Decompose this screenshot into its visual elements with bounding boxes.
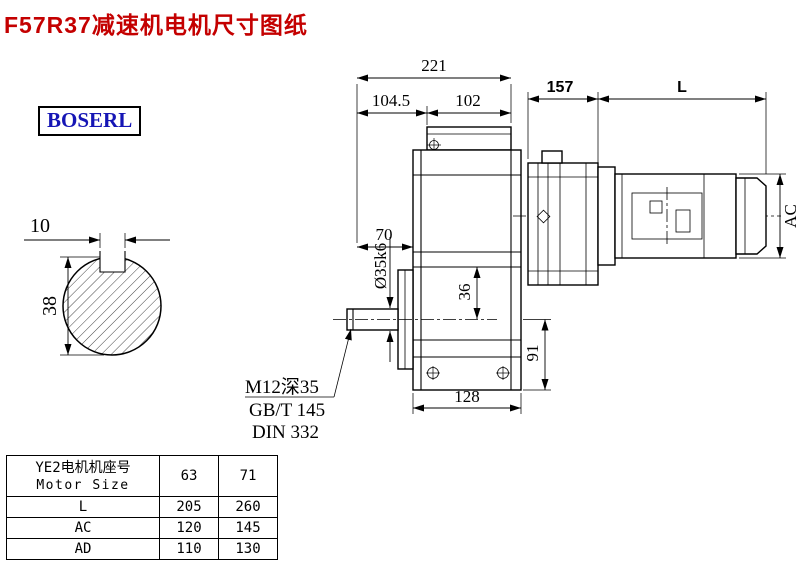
gearbox-housing (412, 149, 522, 391)
dim-base-width: 128 (454, 387, 480, 406)
value-L-63: 205 (159, 496, 219, 518)
gearbox-view: 221 104.5 102 70 Ø35k6 36 91 (245, 56, 551, 443)
keyway-slot (100, 252, 125, 272)
value-AC-71: 145 (218, 517, 278, 539)
note-tap: M12深35 (245, 376, 319, 398)
table-header-row: YE2电机机座号 Motor Size 63 71 (6, 455, 278, 497)
size-col-header-71: 71 (218, 455, 278, 497)
value-AD-71: 130 (218, 538, 278, 560)
table-header-en: Motor Size (36, 477, 130, 493)
size-col-header-63: 63 (159, 455, 219, 497)
keyway-outline (99, 251, 126, 273)
motor-view: 157 L AC (513, 79, 800, 286)
dim-shaft-dia: Ø35k6 (371, 243, 390, 289)
table-row-L: L 205 260 (6, 496, 278, 518)
value-AC-63: 120 (159, 517, 219, 539)
value-L-71: 260 (218, 496, 278, 518)
table-header-cn: YE2电机机座号 (35, 459, 131, 476)
dim-width-left: 104.5 (372, 91, 410, 110)
gearbox-top-cap (426, 126, 512, 151)
row-label-AC: AC (6, 517, 160, 539)
motor-flange (597, 166, 616, 266)
table-row-AD: AD 110 130 (6, 538, 278, 560)
motor-size-table: YE2电机机座号 Motor Size 63 71 L 205 260 AC 1… (6, 455, 278, 560)
dim-total-width: 221 (421, 56, 447, 75)
fan-cover (735, 177, 767, 255)
dim-center-height: 36 (455, 284, 474, 301)
dim-keyway-width: 10 (30, 215, 50, 237)
note-din-standard: DIN 332 (252, 422, 319, 443)
dim-flange-width: 157 (547, 79, 574, 96)
input-adapter (527, 162, 599, 286)
dim-width-right: 102 (455, 91, 481, 110)
dim-shaft-length: 70 (376, 225, 393, 244)
table-row-AC: AC 120 145 (6, 517, 278, 539)
dim-shaft-diameter: 38 (39, 296, 61, 316)
row-label-L: L (6, 496, 160, 518)
page-title: F57R37减速机电机尺寸图纸 (4, 12, 308, 38)
table-header-cell: YE2电机机座号 Motor Size (6, 455, 160, 497)
value-AD-63: 110 (159, 538, 219, 560)
dim-body-length: L (677, 79, 687, 96)
note-gb-standard: GB/T 145 (249, 400, 325, 421)
shaft-end-view: 10 38 (24, 215, 170, 356)
brand-badge: BOSERL (38, 106, 142, 136)
dim-frame-dia: AC (781, 204, 800, 228)
dim-base-height: 91 (523, 345, 542, 362)
motor-body (614, 173, 737, 259)
row-label-AD: AD (6, 538, 160, 560)
